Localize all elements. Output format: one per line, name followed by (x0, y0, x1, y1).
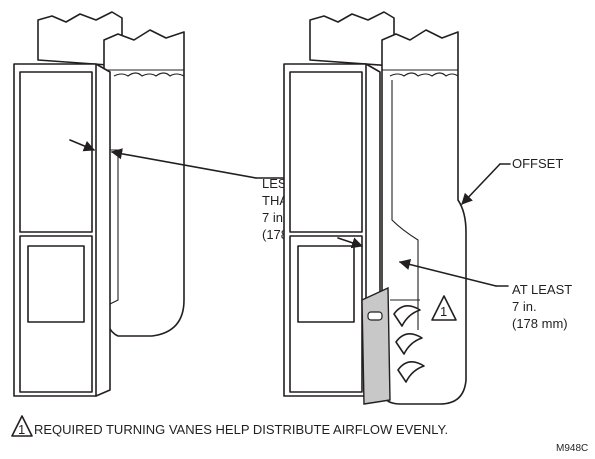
left-gap-arrow-right (110, 148, 257, 179)
left-lower-panel (27, 245, 85, 323)
turning-vane-1 (393, 305, 421, 327)
figure-code: M948C (556, 443, 588, 454)
right-offset-inner (391, 80, 419, 330)
footnote-text: REQUIRED TURNING VANES HELP DISTRIBUTE A… (34, 422, 448, 437)
right-upper-panel (289, 71, 363, 233)
turning-vane-slot (367, 311, 383, 321)
left-installation (13, 11, 289, 397)
footnote-triangle-icon (11, 415, 33, 437)
offset-arrow (461, 163, 501, 205)
right-offset-plenum (381, 29, 467, 405)
right-gap-arrow-left (337, 237, 364, 249)
left-upper-panel (19, 71, 93, 233)
left-gap-arrow-left (69, 139, 96, 152)
offset-label: OFFSET (512, 156, 563, 171)
right-lower-panel (297, 245, 355, 323)
left-plenum (103, 29, 185, 337)
less-than-label-line3: 7 in. (262, 210, 287, 225)
vane-note-triangle (431, 295, 457, 321)
turning-vane-frame (361, 286, 391, 405)
at-least-label-line3: (178 mm) (512, 316, 568, 331)
at-least-label-line1: AT LEAST (512, 282, 572, 297)
turning-vane-3 (397, 361, 425, 383)
right-gap-arrow-right (398, 259, 497, 287)
at-least-label-line2: 7 in. (512, 299, 537, 314)
vane-note-triangle-number: 1 (440, 304, 447, 319)
left-lower-panel-frame (19, 235, 93, 393)
footnote-marker: 1 (18, 422, 25, 437)
turning-vane-2 (395, 333, 423, 355)
right-installation (283, 11, 511, 405)
